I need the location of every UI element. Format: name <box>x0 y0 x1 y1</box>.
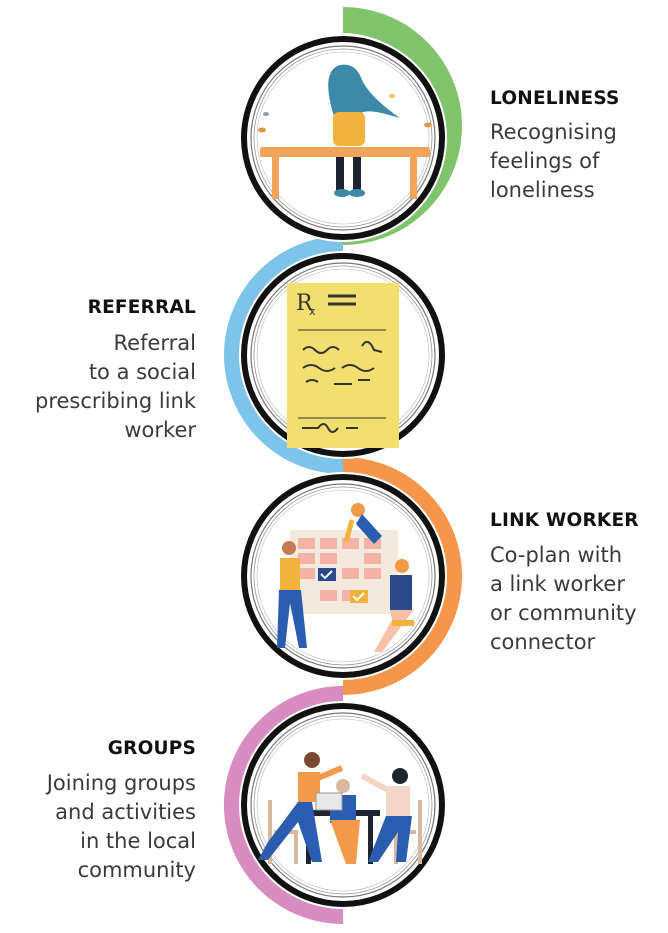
step-loneliness: LONELINESS Recognising feelings of lonel… <box>490 88 665 205</box>
step-referral: REFERRAL Referral to a social prescribin… <box>8 297 196 445</box>
step-groups-title: GROUPS <box>107 738 196 759</box>
step-link-worker: LINK WORKER Co-plan with a link worker o… <box>490 510 666 657</box>
groups-arc <box>224 686 344 924</box>
groups-circle <box>239 701 447 909</box>
high-five-group-icon <box>258 752 422 864</box>
step-referral-title: REFERRAL <box>87 297 196 318</box>
person-on-bench-icon <box>258 64 432 199</box>
referral-circle: R x <box>239 251 447 459</box>
loneliness-circle <box>239 34 447 242</box>
step-groups-description: Joining groups and activities in the loc… <box>46 771 196 882</box>
link-worker-circle <box>239 472 447 680</box>
step-link-worker-description: Co-plan with a link worker or community … <box>490 543 637 654</box>
step-loneliness-title: LONELINESS <box>490 88 620 109</box>
planning-calendar-icon <box>277 503 414 652</box>
svg-text:R: R <box>296 291 314 316</box>
referral-arc <box>224 236 344 474</box>
svg-text:x: x <box>309 305 316 318</box>
step-loneliness-description: Recognising feelings of loneliness <box>490 120 617 202</box>
step-link-worker-title: LINK WORKER <box>490 510 639 531</box>
step-referral-description: Referral to a social prescribing link wo… <box>35 331 196 442</box>
step-groups: GROUPS Joining groups and activities in … <box>8 738 196 885</box>
link-worker-arc <box>342 457 462 695</box>
prescription-icon: R x <box>287 283 399 448</box>
